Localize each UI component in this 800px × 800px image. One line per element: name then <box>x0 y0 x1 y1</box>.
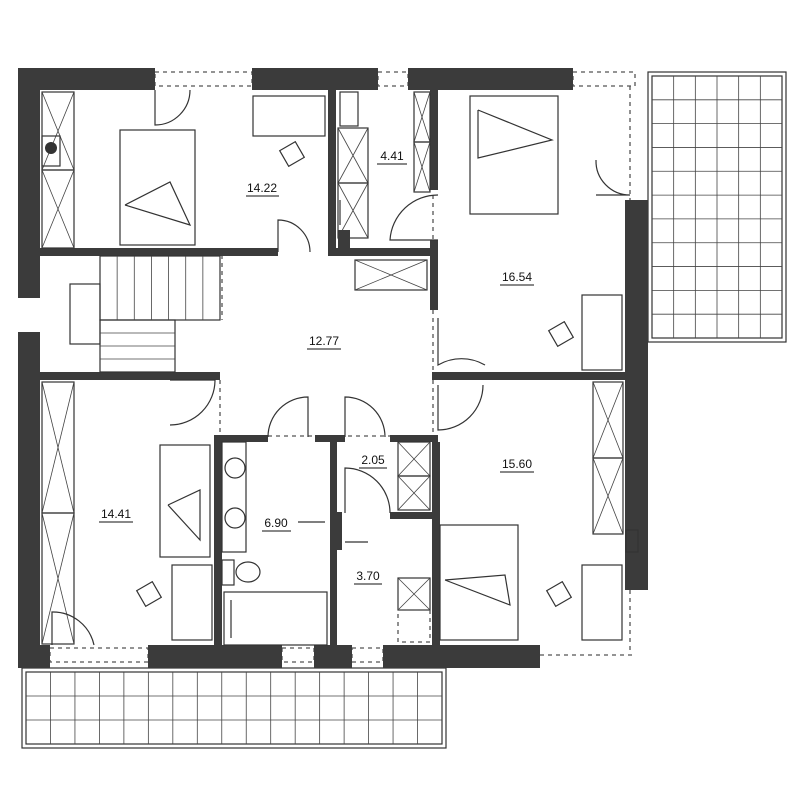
desks <box>135 95 623 641</box>
window-lines <box>49 71 636 663</box>
balcony-east <box>647 71 787 343</box>
balcony-south <box>21 667 447 749</box>
bed-se <box>439 524 519 641</box>
walls <box>18 68 648 668</box>
area-label-bedroom-sw: 14.41 <box>101 507 131 521</box>
area-label-hall: 12.77 <box>309 334 339 348</box>
area-label-closet-n: 4.41 <box>380 149 404 163</box>
room-labels: 14.22 4.41 16.54 12.77 14.41 6.90 2.05 3… <box>99 149 534 585</box>
bed-ne <box>469 95 559 215</box>
area-label-shower-room: 3.70 <box>356 569 380 583</box>
area-label-bathroom: 6.90 <box>264 516 288 530</box>
doors <box>51 89 631 646</box>
area-label-bedroom-se: 15.60 <box>502 457 532 471</box>
bed-nw <box>119 129 196 246</box>
area-label-wardrobe-hall: 2.05 <box>361 453 385 467</box>
bathroom-fixtures <box>41 91 639 646</box>
wardrobes <box>41 91 624 645</box>
area-label-bedroom-ne: 16.54 <box>502 270 532 284</box>
beds <box>119 95 559 641</box>
bed-sw <box>159 444 211 558</box>
area-label-bedroom-nw: 14.22 <box>247 181 277 195</box>
staircase <box>69 255 221 373</box>
